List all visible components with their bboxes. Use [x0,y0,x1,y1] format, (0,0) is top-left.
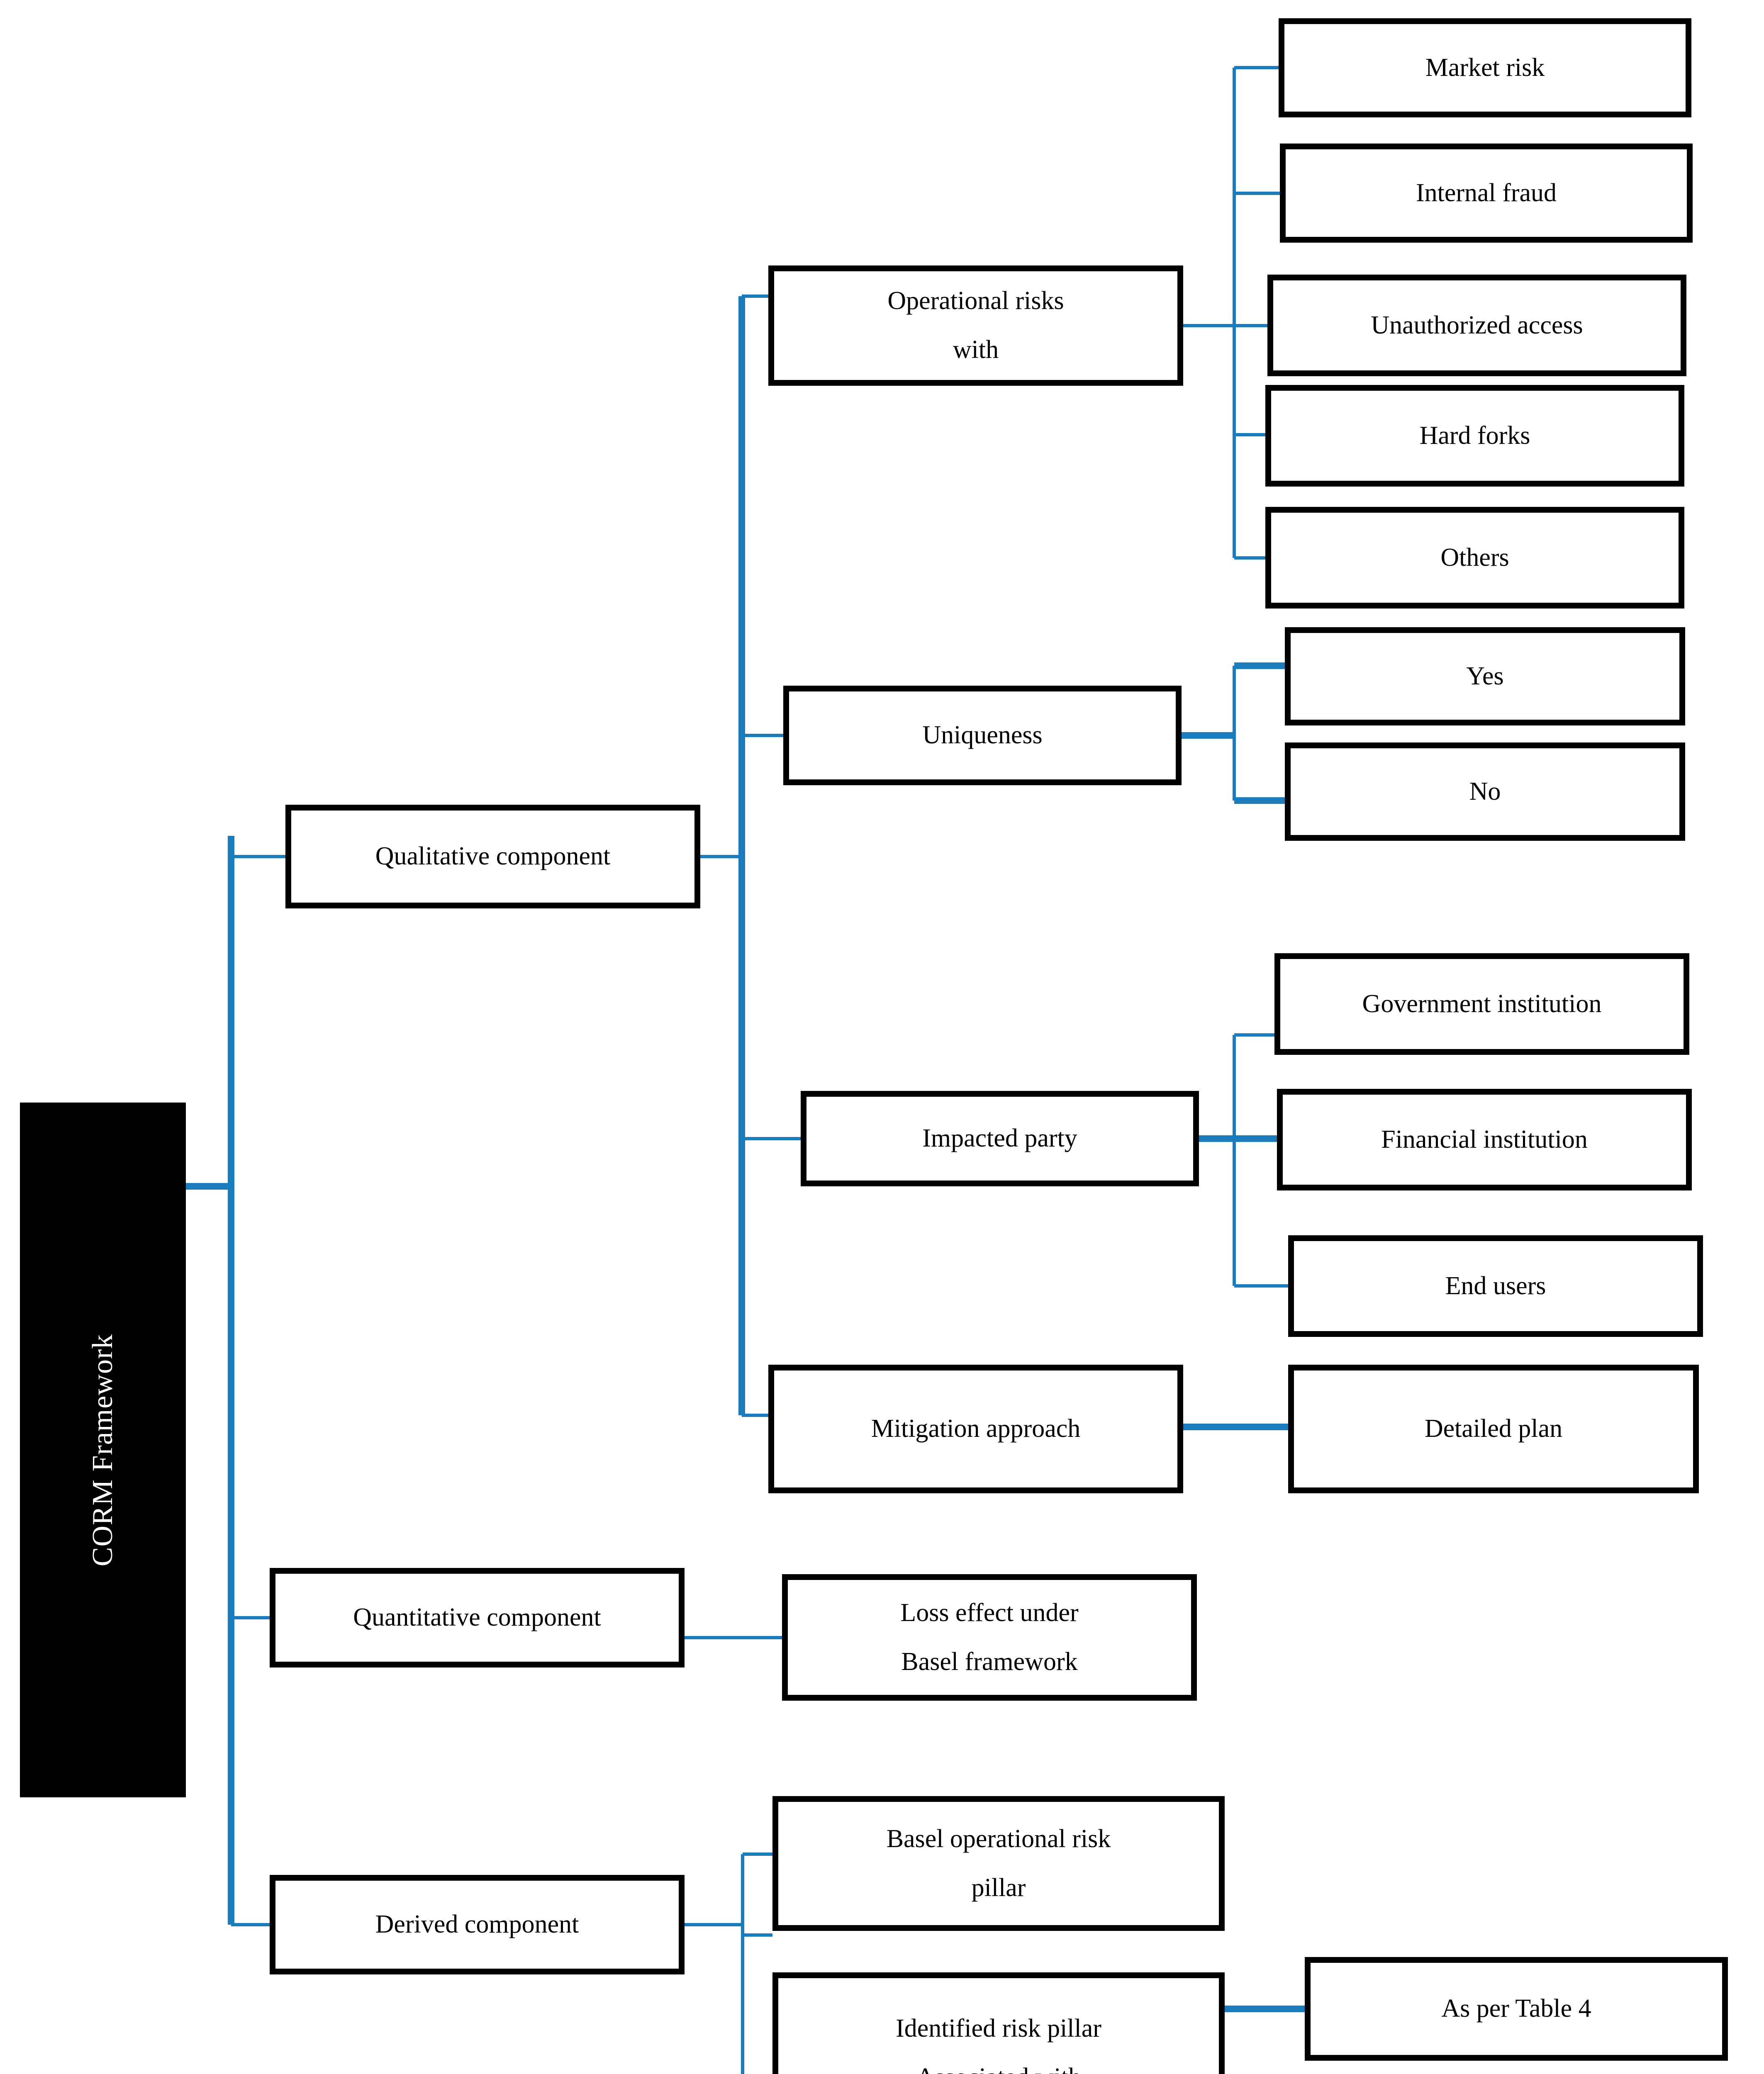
node-mitigation-approach[interactable]: Mitigation approach [768,1365,1183,1493]
node-loss-effect-under-basel-framework[interactable]: Loss effect under Basel framework [782,1574,1197,1701]
node-label-as-per-table-4: As per Table 4 [1441,1994,1591,2023]
node-market-risk[interactable]: Market risk [1279,18,1691,117]
node-basel-operational-risk-pillar[interactable]: Basel operational risk pillar [772,1796,1225,1931]
root-node-label: CORM Framework [87,1334,119,1566]
node-as-per-table-4[interactable]: As per Table 4 [1305,1957,1728,2061]
node-label-uniqueness-no: No [1469,777,1501,806]
node-operational-risks-with[interactable]: Operational risks with [768,265,1183,386]
node-qualitative-component[interactable]: Qualitative component [285,805,700,908]
node-label-financial-institution: Financial institution [1381,1125,1588,1154]
node-label-detailed-plan: Detailed plan [1424,1414,1563,1443]
node-quantitative-component[interactable]: Quantitative component [270,1568,685,1667]
node-derived-component[interactable]: Derived component [270,1875,685,1974]
node-label-uniqueness-yes: Yes [1466,662,1504,690]
node-uniqueness[interactable]: Uniqueness [783,686,1182,785]
node-label-government-institution: Government institution [1362,989,1602,1018]
node-identified-risk-pillar[interactable]: Identified risk pillar Associated with [772,1972,1225,2074]
node-label-end-users: End users [1445,1271,1546,1300]
node-hard-forks[interactable]: Hard forks [1265,385,1684,487]
root-node-corm-framework[interactable]: CORM Framework [20,1103,186,1797]
node-financial-institution[interactable]: Financial institution [1277,1089,1692,1190]
node-label-unauthorized-access: Unauthorized access [1371,311,1583,339]
node-label-mitigation-approach: Mitigation approach [871,1414,1081,1443]
node-label-market-risk: Market risk [1425,53,1545,82]
node-label-impacted-party: Impacted party [922,1124,1077,1153]
node-uniqueness-no[interactable]: No [1285,742,1685,841]
node-label-qualitative-component: Qualitative component [375,842,611,871]
node-unauthorized-access[interactable]: Unauthorized access [1267,275,1686,376]
node-label-identified-risk-pillar: Identified risk pillar Associated with [896,2014,1101,2074]
node-uniqueness-yes[interactable]: Yes [1285,627,1685,725]
node-impacted-party[interactable]: Impacted party [801,1091,1199,1186]
node-label-basel-operational-risk-pillar: Basel operational risk pillar [886,1824,1111,1902]
node-label-others: Others [1440,543,1509,572]
node-label-hard-forks: Hard forks [1419,421,1530,450]
node-label-operational-risks-with: Operational risks with [887,287,1064,364]
node-label-uniqueness: Uniqueness [922,721,1043,750]
node-detailed-plan[interactable]: Detailed plan [1288,1365,1699,1493]
node-label-quantitative-component: Quantitative component [353,1603,601,1632]
node-label-loss-effect-under-basel-framework: Loss effect under Basel framework [900,1598,1079,1676]
node-label-internal-fraud: Internal fraud [1416,178,1557,207]
node-label-derived-component: Derived component [375,1910,579,1939]
node-government-institution[interactable]: Government institution [1274,953,1689,1055]
node-end-users[interactable]: End users [1288,1235,1703,1337]
node-internal-fraud[interactable]: Internal fraud [1280,144,1693,243]
node-others[interactable]: Others [1265,507,1684,609]
